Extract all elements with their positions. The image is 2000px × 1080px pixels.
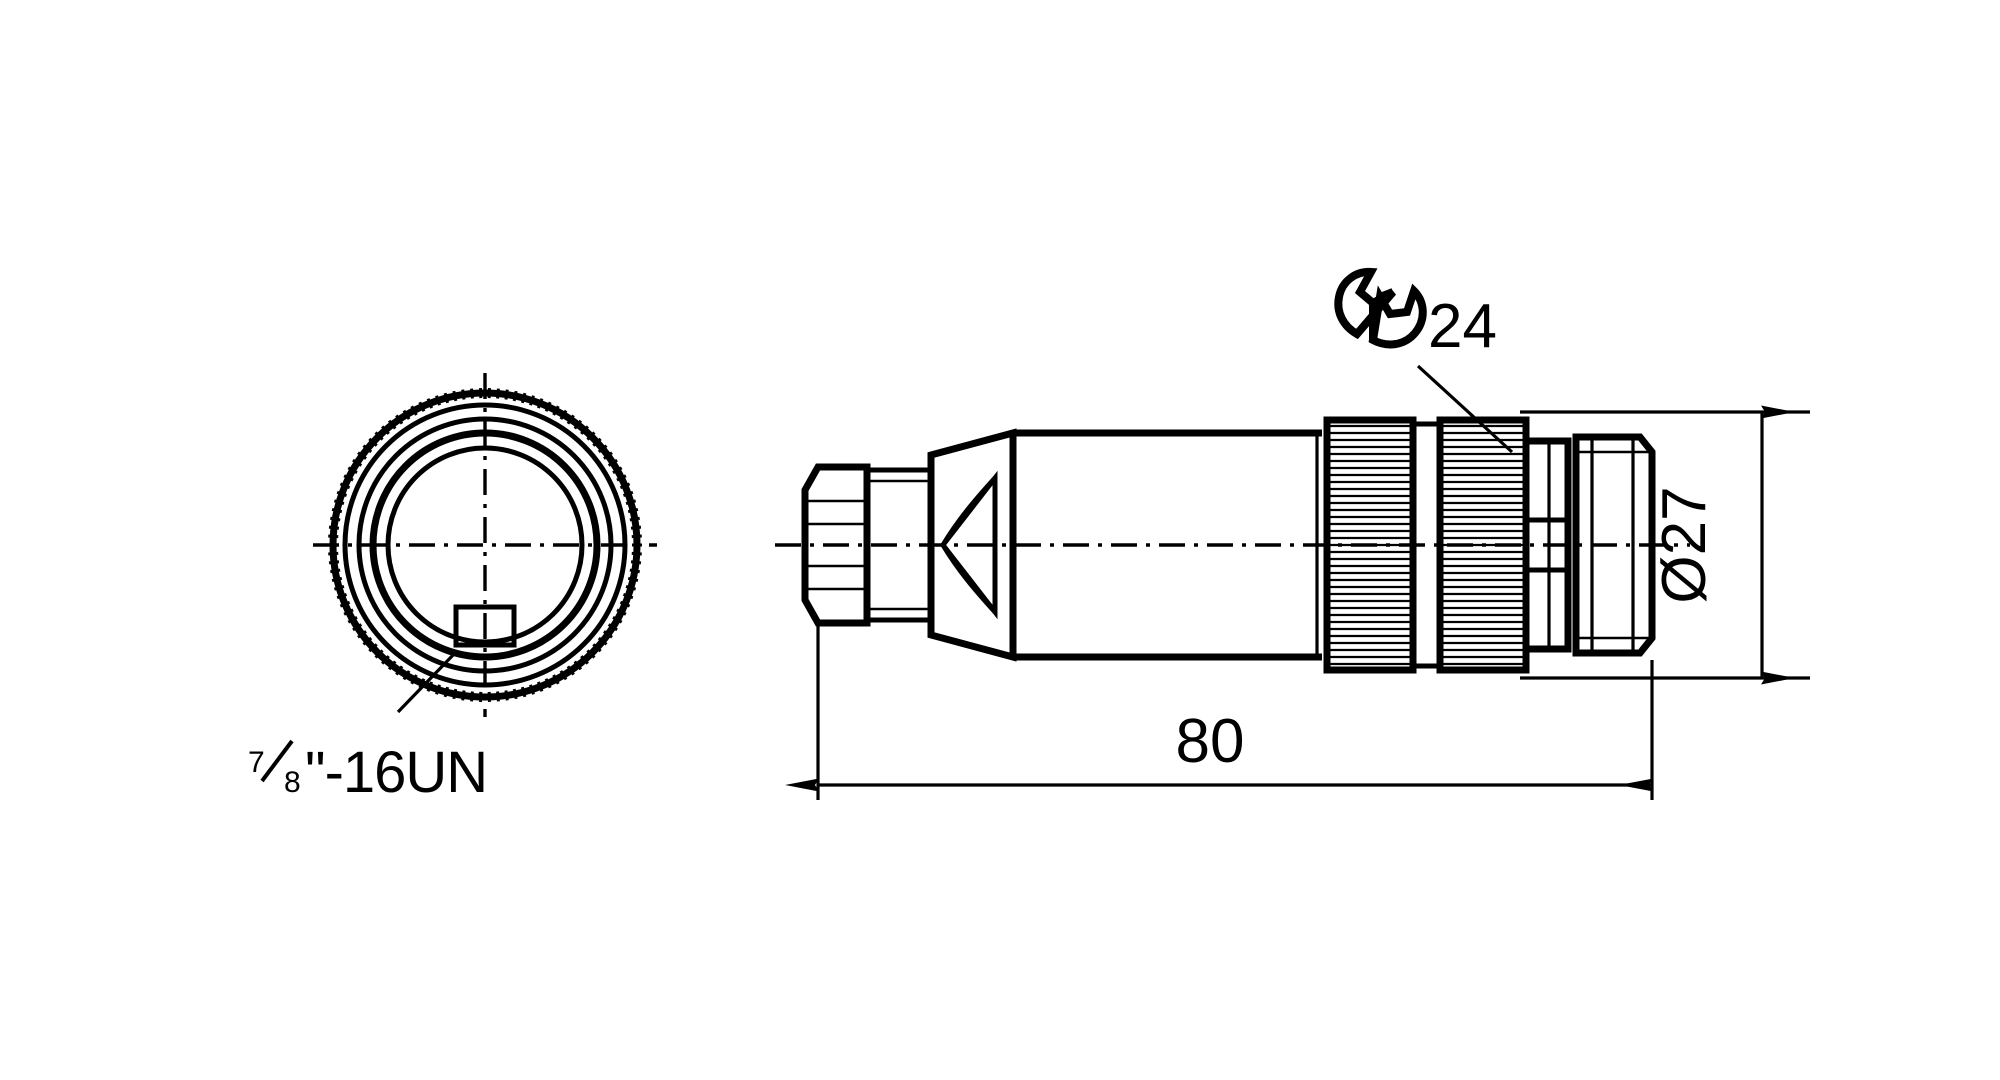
knurl-teeth: [328, 388, 642, 702]
thread-specification: 7 8 "-16UN: [248, 739, 488, 805]
gland-shank: [867, 467, 931, 623]
side-view: [775, 416, 1690, 674]
thread-fraction-numerator: 7: [248, 746, 265, 779]
front-view: [313, 373, 657, 717]
dimension-overall-length: 80: [785, 620, 1654, 800]
coupling-collar: [1522, 437, 1572, 653]
keyway-slot: [453, 604, 517, 648]
grip-band-gap: [1413, 421, 1440, 669]
wrench-callout-leader: [1416, 364, 1514, 454]
wrench-icon: [1334, 267, 1427, 349]
thread-callout-leader: [396, 651, 457, 714]
grip-band-1-knurl: [1329, 424, 1411, 666]
thread-callout-suffix: "-16UN: [305, 740, 487, 805]
outer-diameter-label: Ø27: [1650, 486, 1719, 603]
wrench-size-callout: 24: [1334, 267, 1514, 454]
fraction-slash: [260, 739, 294, 783]
overall-length-label: 80: [1176, 707, 1245, 776]
insert-bore: [385, 445, 585, 645]
wrench-size-label: 24: [1428, 292, 1497, 361]
thread-fraction-denominator: 8: [284, 766, 301, 799]
dimension-outer-diameter: Ø27: [1520, 405, 1810, 685]
